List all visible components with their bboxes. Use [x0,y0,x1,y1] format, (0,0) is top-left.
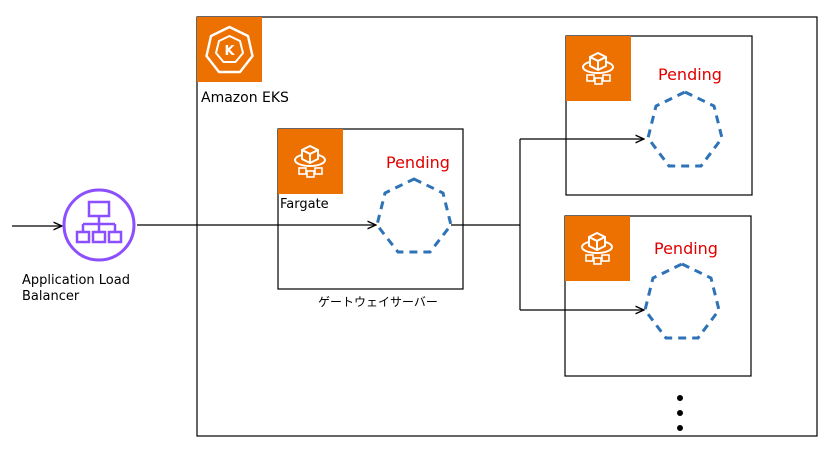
fargate-icon [278,129,343,194]
worker-top-pod-icon [646,90,724,168]
fargate-label: Fargate [280,197,329,212]
worker-top-box [565,35,753,196]
svg-text:K: K [224,44,235,59]
alb-label-line1: Application Load [22,273,130,288]
gateway-pod-status: Pending [386,153,450,172]
worker-bottom-pod-status: Pending [654,239,718,258]
application-load-balancer-icon [62,188,136,262]
eks-cluster-boundary [196,16,818,437]
gateway-pod-icon [375,177,453,254]
gateway-fargate-box [277,128,464,290]
fargate-icon [565,216,630,281]
worker-top-pod-status: Pending [658,65,722,84]
gateway-caption: ゲートウェイサーバー [318,295,438,309]
fargate-icon [566,36,631,101]
alb-label-line2: Balancer [22,289,80,304]
worker-bottom-box [564,215,752,377]
eks-icon: K [197,17,262,82]
eks-label: Amazon EKS [201,90,289,106]
worker-bottom-pod-icon [643,262,721,340]
more-workers-ellipsis [677,395,683,431]
